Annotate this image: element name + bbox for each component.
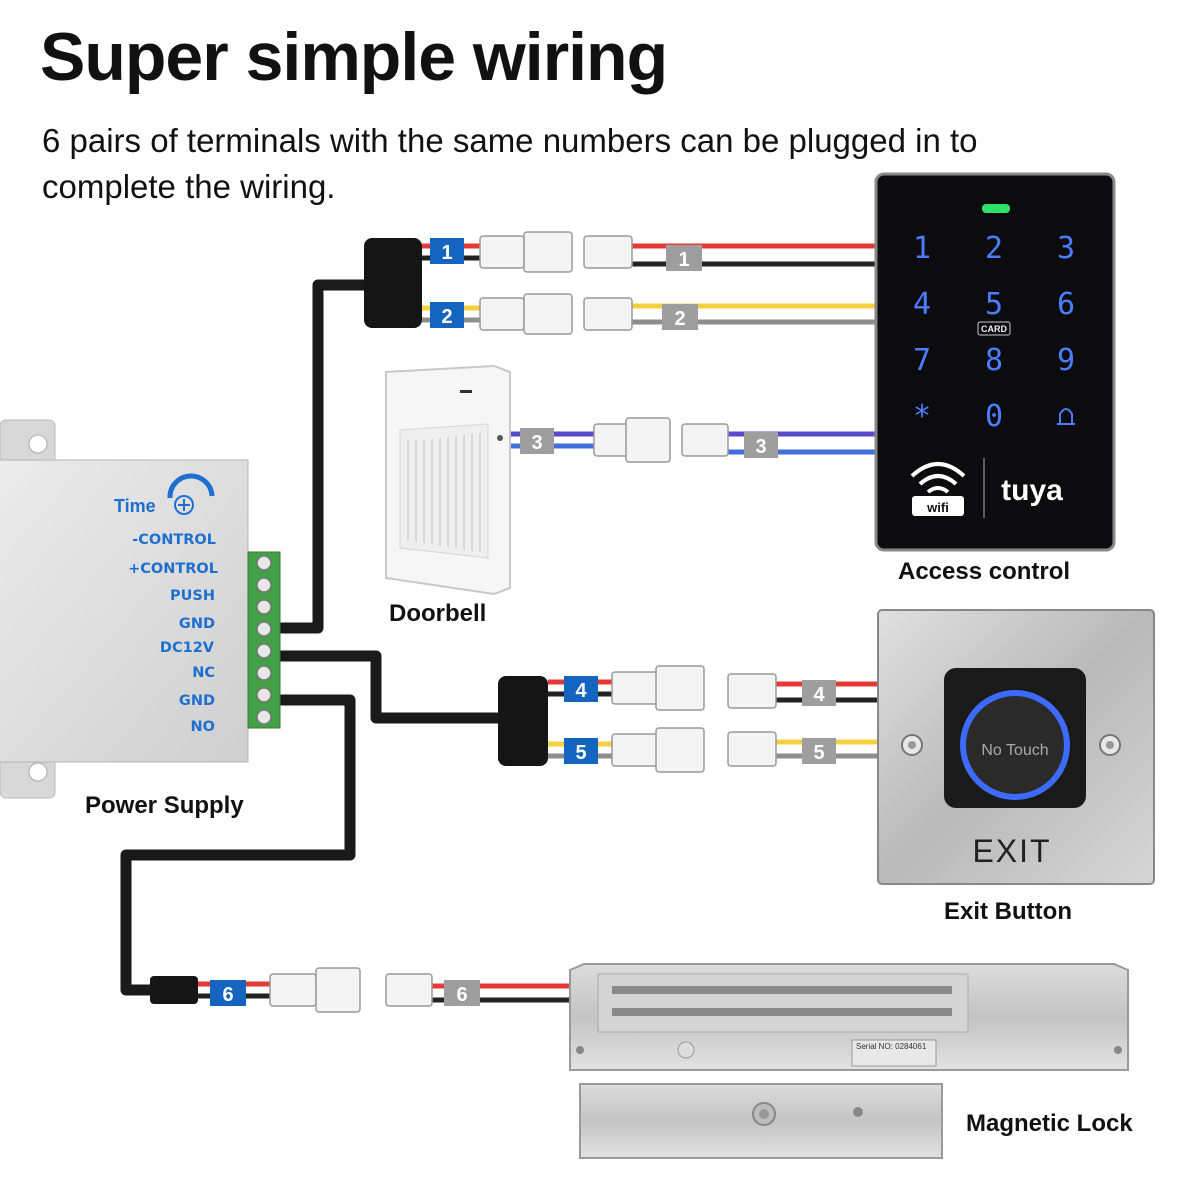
wifi-icon <box>910 462 966 494</box>
terminal-label: GND <box>179 693 215 709</box>
wifi-label: wifi <box>926 500 949 515</box>
wire-tag-blue <box>210 980 246 1006</box>
terminal-label: GND <box>179 616 215 632</box>
cable-splitter <box>364 238 422 328</box>
wire-tag-label: 4 <box>575 680 587 702</box>
wire-tag-grey <box>662 304 698 330</box>
keypad-key: 2 <box>985 231 1003 266</box>
wire-tag-blue <box>430 238 464 264</box>
power-supply: Time -CONTROL +CONTROL PUSH GND DC12V NC… <box>0 419 281 799</box>
wire-tag-label: 5 <box>575 742 586 764</box>
keypad-key: * <box>913 399 931 434</box>
access-control-keypad: 1 2 3 4 5 6 7 8 9 * 0 CARD wifi tuya <box>874 172 1116 552</box>
tuya-logo: tuya <box>1001 474 1063 507</box>
serial-label: Serial NO: 0284061 <box>856 1042 927 1051</box>
keypad-key: 8 <box>985 343 1003 378</box>
wire-tag-label: 1 <box>441 242 452 264</box>
doorbell <box>385 364 511 596</box>
magnetic-lock: Serial NO: 0284061 <box>569 963 1129 1159</box>
cable-splitter <box>150 976 198 1004</box>
terminal-label: PUSH <box>170 588 215 604</box>
keypad-key: 1 <box>913 231 931 266</box>
wire-tag-label: 3 <box>755 436 766 458</box>
keypad-key: 7 <box>913 343 931 378</box>
card-label: CARD <box>981 324 1007 334</box>
keypad-key: 5 <box>985 287 1003 322</box>
wire-tag-label: 6 <box>456 984 467 1006</box>
wire-tag-grey <box>802 680 836 706</box>
exit-button-device: No Touch EXIT <box>877 609 1155 885</box>
terminal-labels: -CONTROL +CONTROL PUSH GND DC12V NC GND … <box>128 532 218 735</box>
wire-tag-grey <box>520 428 554 454</box>
bell-icon <box>1057 408 1075 425</box>
terminal-label: +CONTROL <box>128 561 218 577</box>
doorbell-label: Doorbell <box>389 600 487 627</box>
wire-tag-grey <box>666 245 702 271</box>
keypad-key: 0 <box>985 399 1003 434</box>
wire-tag-label: 6 <box>222 984 233 1006</box>
terminal-label: NO <box>191 719 215 735</box>
time-adjust-icon <box>167 473 215 515</box>
wire-tag-grey <box>802 738 836 764</box>
page-title: Super simple wiring <box>40 19 668 95</box>
terminal-screws <box>256 555 272 725</box>
wire-tag-grey <box>744 432 778 458</box>
magnetic-lock-label: Magnetic Lock <box>966 1110 1133 1137</box>
wire-tag-label: 1 <box>678 249 689 271</box>
wire-tag-blue <box>430 302 464 328</box>
wire-tag-blue <box>564 676 598 702</box>
keypad-key: 9 <box>1057 343 1075 378</box>
no-touch-text: No Touch <box>981 742 1048 759</box>
wire-tag-label: 2 <box>441 306 452 328</box>
terminal-label: -CONTROL <box>132 532 216 548</box>
exit-text: EXIT <box>972 833 1051 869</box>
wire-tag-label: 2 <box>674 308 685 330</box>
keypad-key: 4 <box>913 287 931 322</box>
main-cables <box>120 279 502 996</box>
terminal-label: NC <box>192 665 215 681</box>
terminal-label: DC12V <box>160 640 215 656</box>
wire-tag-blue <box>564 738 598 764</box>
keypad-key: 3 <box>1057 231 1075 266</box>
status-led <box>982 204 1010 213</box>
power-supply-label: Power Supply <box>85 792 244 819</box>
wire-tag-label: 5 <box>813 742 824 764</box>
page-subtitle: 6 pairs of terminals with the same numbe… <box>42 122 978 205</box>
wire-tag-label: 4 <box>813 684 825 706</box>
exit-button-label: Exit Button <box>944 898 1072 925</box>
cable-splitter <box>498 676 548 766</box>
keypad-key: 6 <box>1057 287 1075 322</box>
wire-tag-grey <box>444 980 480 1006</box>
connectors <box>269 231 777 1013</box>
wire-tag-label: 3 <box>531 432 542 454</box>
time-label: Time <box>114 496 156 516</box>
access-control-label: Access control <box>898 558 1071 585</box>
